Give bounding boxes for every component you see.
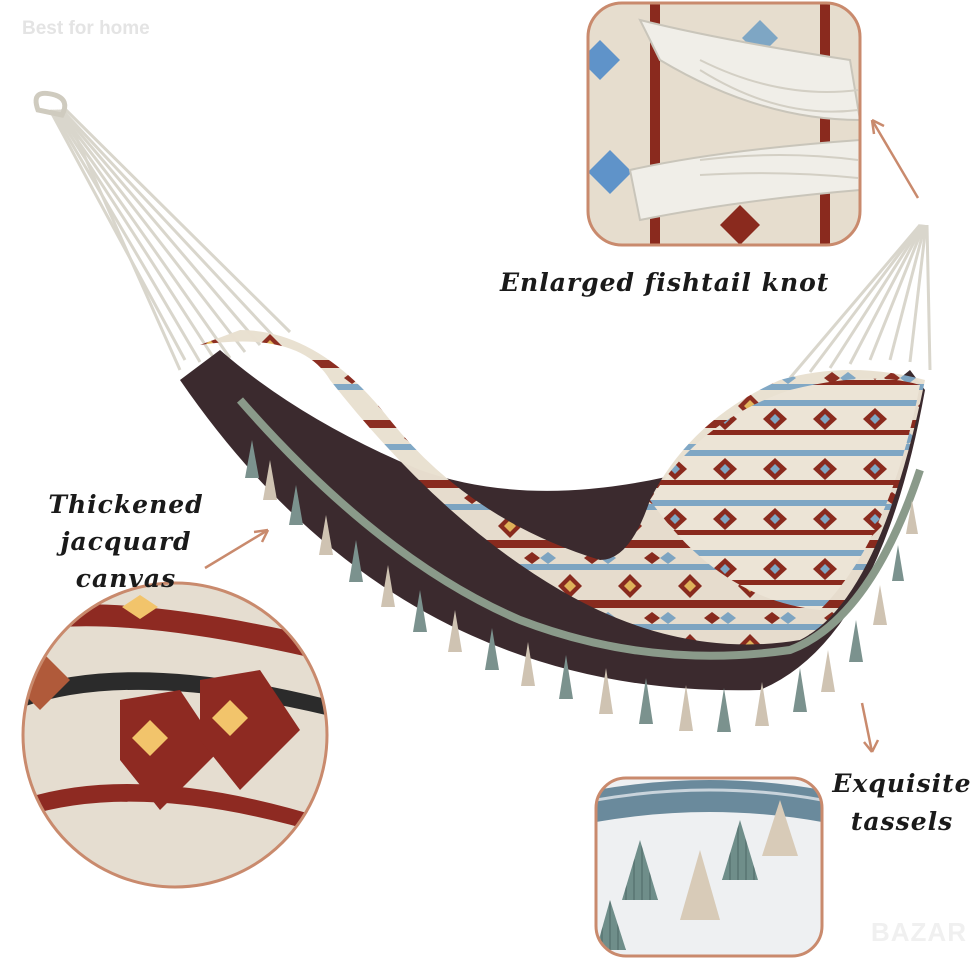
tassel-arrow [860, 702, 874, 753]
pointer-arrows [204, 118, 920, 753]
caption-fishtail-knot: Enlarged fishtail knot [500, 268, 830, 297]
left-ropes [48, 108, 292, 371]
left-rope-loop [33, 90, 68, 118]
right-ropes [788, 224, 932, 379]
caption-tassels-line2: tassels [850, 807, 954, 836]
watermark-text: Best for home [22, 18, 150, 39]
knot-closeup-frame [586, 1, 862, 247]
hammock-trim [236, 397, 924, 660]
caption-exquisite-tassels: Exquisite tassels [832, 765, 972, 841]
caption-jacquard-canvas: Thickened jacquard canvas [6, 486, 246, 597]
hammock-tassels [245, 440, 918, 732]
caption-tassels-line1: Exquisite [832, 769, 972, 798]
canvas-closeup [23, 583, 327, 887]
caption-canvas-line2: jacquard canvas [60, 527, 192, 593]
canvas-closeup-frame [21, 581, 329, 889]
knot-arrow [870, 119, 920, 199]
canvas-arrow [204, 528, 269, 570]
tassel-closeup-frame [594, 776, 824, 958]
knot-closeup [588, 3, 860, 245]
tassel-closeup [596, 778, 822, 956]
caption-canvas-line1: Thickened [48, 490, 204, 519]
bazar-logo: BAZAR [871, 917, 967, 947]
